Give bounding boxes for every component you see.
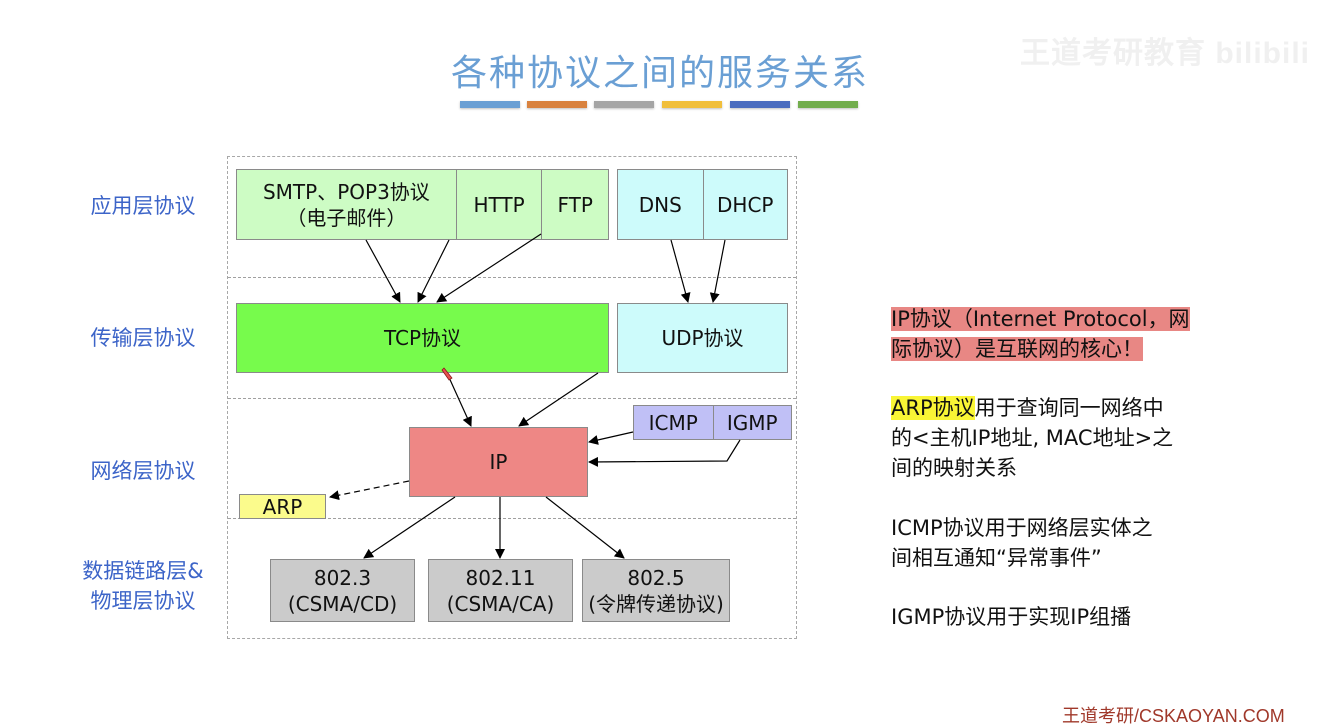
watermark: 王道考研教育 bilibili <box>1020 37 1310 70</box>
igmp-label: IGMP <box>726 410 778 435</box>
arrow-ip-to-arp <box>329 480 410 501</box>
arrow-icmp-to-ip <box>588 431 634 445</box>
udp-box[interactable]: UDP协议 <box>617 303 788 373</box>
title-bar-1 <box>460 101 520 108</box>
email-protocol-line1: SMTP、POP3协议 <box>262 179 430 204</box>
arrow-ftp-to-tcp <box>436 233 542 303</box>
arrow-email-to-tcp <box>365 239 401 303</box>
http-box[interactable]: HTTP <box>457 170 543 239</box>
note-igmp: IGMP协议用于实现IP组播 <box>891 602 1221 632</box>
note-igmp-line1: IGMP协议用于实现IP组播 <box>891 605 1132 629</box>
ftp-box[interactable]: FTP <box>542 170 608 239</box>
link-box-802-5[interactable]: 802.5 (令牌传递协议) <box>582 559 730 622</box>
arrow-tcp-to-ip <box>446 372 472 427</box>
title-bar-4 <box>662 101 722 108</box>
layer-label-transport: 传输层协议 <box>90 326 196 350</box>
link-802-3-line1: 802.3 <box>313 565 372 590</box>
igmp-box[interactable]: IGMP <box>714 406 792 439</box>
arrow-igmp-to-ip <box>588 439 741 467</box>
layer-divider-1 <box>228 277 796 278</box>
layer-label-link-physical: 数据链路层& 物理层协议 <box>58 556 228 616</box>
layer-divider-2 <box>228 398 796 399</box>
ip-box[interactable]: IP <box>409 427 588 497</box>
dhcp-box[interactable]: DHCP <box>704 170 788 239</box>
email-protocol-box[interactable]: SMTP、POP3协议 （电子邮件） <box>237 170 457 239</box>
note-arp-highlight: ARP协议 <box>891 396 975 420</box>
arrow-ip-to-802-3 <box>363 496 456 559</box>
link-802-5-line2: (令牌传递协议) <box>588 591 724 616</box>
slide-title: 各种协议之间的服务关系 <box>450 53 869 94</box>
link-box-802-3[interactable]: 802.3 (CSMA/CD) <box>270 559 415 622</box>
layer-label-network: 网络层协议 <box>90 459 196 483</box>
note-icmp-line1: ICMP协议用于网络层实体之 <box>891 516 1153 540</box>
link-802-3-line2: (CSMA/CD) <box>287 591 398 616</box>
email-protocol-line2: （电子邮件） <box>286 205 407 230</box>
arrow-dns-to-udp <box>670 239 691 303</box>
icmp-igmp-group: ICMP IGMP <box>633 405 792 440</box>
ip-label: IP <box>489 450 508 474</box>
note-icmp-line2: 间相互通知“异常事件” <box>891 546 1102 570</box>
title-bar-5 <box>730 101 790 108</box>
note-arp-line3: 间的映射关系 <box>891 456 1017 480</box>
arp-label: ARP <box>262 494 303 519</box>
note-ip-line2: 际协议）是互联网的核心！ <box>891 337 1143 361</box>
layer-label-application: 应用层协议 <box>90 194 196 218</box>
udp-label: UDP协议 <box>661 326 744 350</box>
link-802-11-line2: (CSMA/CA) <box>446 591 555 616</box>
note-arp-line2: 的<主机IP地址, MAC地址>之 <box>891 426 1174 450</box>
http-label: HTTP <box>473 192 525 217</box>
tcp-label: TCP协议 <box>383 326 462 350</box>
note-arp: ARP协议用于查询同一网络中 的<主机IP地址, MAC地址>之 间的映射关系 <box>891 393 1221 483</box>
link-802-5-line1: 802.5 <box>627 565 685 590</box>
pen-cursor-icon <box>441 367 453 381</box>
arrow-dhcp-to-udp <box>709 239 726 303</box>
title-bar-6 <box>798 101 858 108</box>
app-tcp-group: SMTP、POP3协议 （电子邮件） HTTP FTP <box>236 169 609 240</box>
arrow-ip-to-802-5 <box>545 496 625 559</box>
layer-divider-3 <box>228 518 796 519</box>
arp-box[interactable]: ARP <box>239 494 326 519</box>
link-802-11-line1: 802.11 <box>465 565 536 590</box>
arrow-udp-to-ip <box>518 372 599 427</box>
link-box-802-11[interactable]: 802.11 (CSMA/CA) <box>428 559 573 622</box>
app-udp-group: DNS DHCP <box>617 169 788 240</box>
layer-label-link-line2: 物理层协议 <box>90 589 196 613</box>
title-bar-2 <box>527 101 587 108</box>
diagram-frame <box>227 156 797 639</box>
note-arp-rest1: 用于查询同一网络中 <box>974 396 1164 420</box>
layer-label-link-line1: 数据链路层& <box>82 559 204 583</box>
dns-box[interactable]: DNS <box>618 170 704 239</box>
footer-brand: 王道考研/CSKAOYAN.COM <box>1062 706 1285 726</box>
title-bar-3 <box>594 101 654 108</box>
icmp-label: ICMP <box>648 410 698 435</box>
dhcp-label: DHCP <box>717 192 774 217</box>
note-ip: IP协议（Internet Protocol，网 际协议）是互联网的核心！ <box>891 304 1221 364</box>
arrow-http-to-tcp <box>417 239 450 303</box>
note-icmp: ICMP协议用于网络层实体之 间相互通知“异常事件” <box>891 513 1221 573</box>
ftp-label: FTP <box>557 192 593 217</box>
note-ip-line1: IP协议（Internet Protocol，网 <box>891 307 1190 331</box>
icmp-box[interactable]: ICMP <box>634 406 714 439</box>
dns-label: DNS <box>638 192 682 217</box>
tcp-box[interactable]: TCP协议 <box>236 303 609 373</box>
